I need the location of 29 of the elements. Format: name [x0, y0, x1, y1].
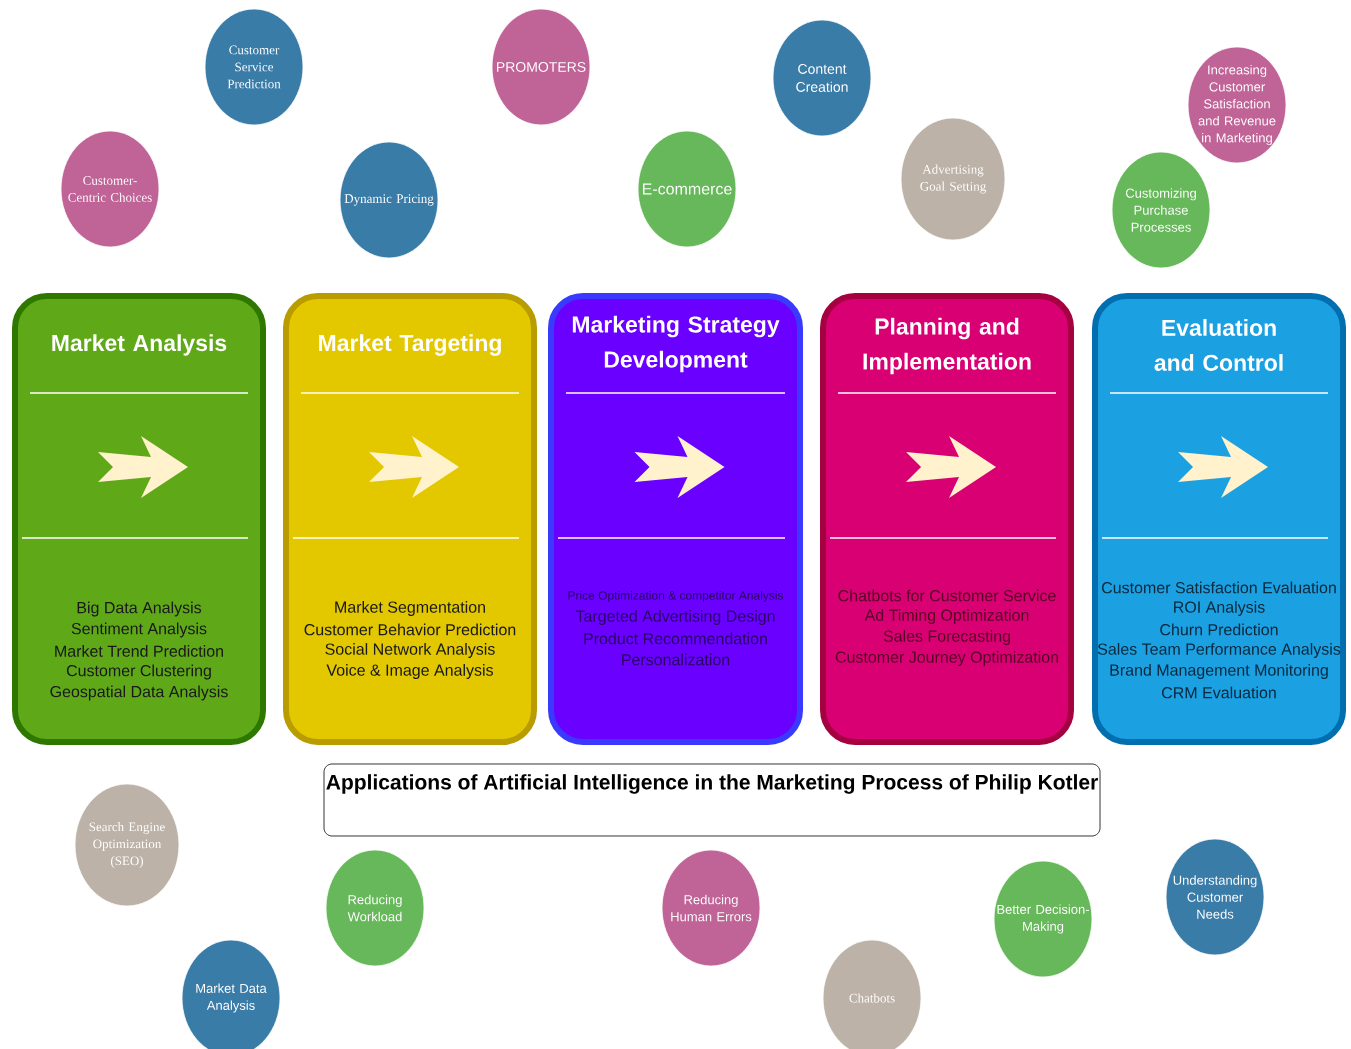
stage-item: Customer Journey Optimization	[835, 651, 1058, 666]
stage-item: Price Optimization & competitor Analysis	[568, 590, 784, 603]
stage-heading: Evaluation and Control	[1154, 319, 1283, 371]
stage-item: Chatbots for Customer Service	[838, 589, 1056, 602]
stage-item: Geospatial Data Analysis	[50, 685, 228, 701]
stage-item: Personalization	[622, 653, 730, 666]
stage-item: ROI Analysis	[1174, 601, 1265, 616]
stage-item: Churn Prediction	[1160, 623, 1278, 636]
stage-item: Sales Team Performance Analysis	[1097, 643, 1341, 658]
stage-item: Targeted Advertising Design	[575, 610, 775, 625]
stage-heading: Market Analysis	[52, 334, 227, 356]
title-box: Applications of Artificial Intelligence in the Marketing Process of Philip Kotler	[323, 763, 1101, 837]
stage-item: Brand Management Monitoring	[1110, 664, 1328, 679]
stage-item: Market Trend Prediction	[55, 645, 223, 657]
stage-item: CRM Evaluation	[1162, 686, 1276, 699]
stage-heading: Marketing Strategy Development	[572, 315, 780, 373]
stage-item: Big Data Analysis	[77, 601, 202, 617]
stage-item: Sentiment Analysis	[71, 622, 207, 638]
stage-item: Customer Satisfaction Evaluation	[1102, 581, 1336, 594]
stage-item: Voice & Image Analysis	[326, 664, 493, 679]
stage-item: Sales Forecasting	[883, 630, 1010, 645]
stage-heading: Planning and Implementation	[863, 317, 1031, 375]
stage-item: Social Network Analysis	[325, 643, 495, 658]
stage-item: Ad Timing Optimization	[864, 609, 1029, 624]
stage-item: Market Segmentation	[335, 601, 485, 616]
stage-item: Customer Clustering	[66, 664, 211, 680]
stage-item: Product Recommendation	[584, 632, 767, 645]
stage-heading: Market Targeting	[319, 334, 501, 356]
stage-item: Customer Behavior Prediction	[304, 623, 516, 636]
